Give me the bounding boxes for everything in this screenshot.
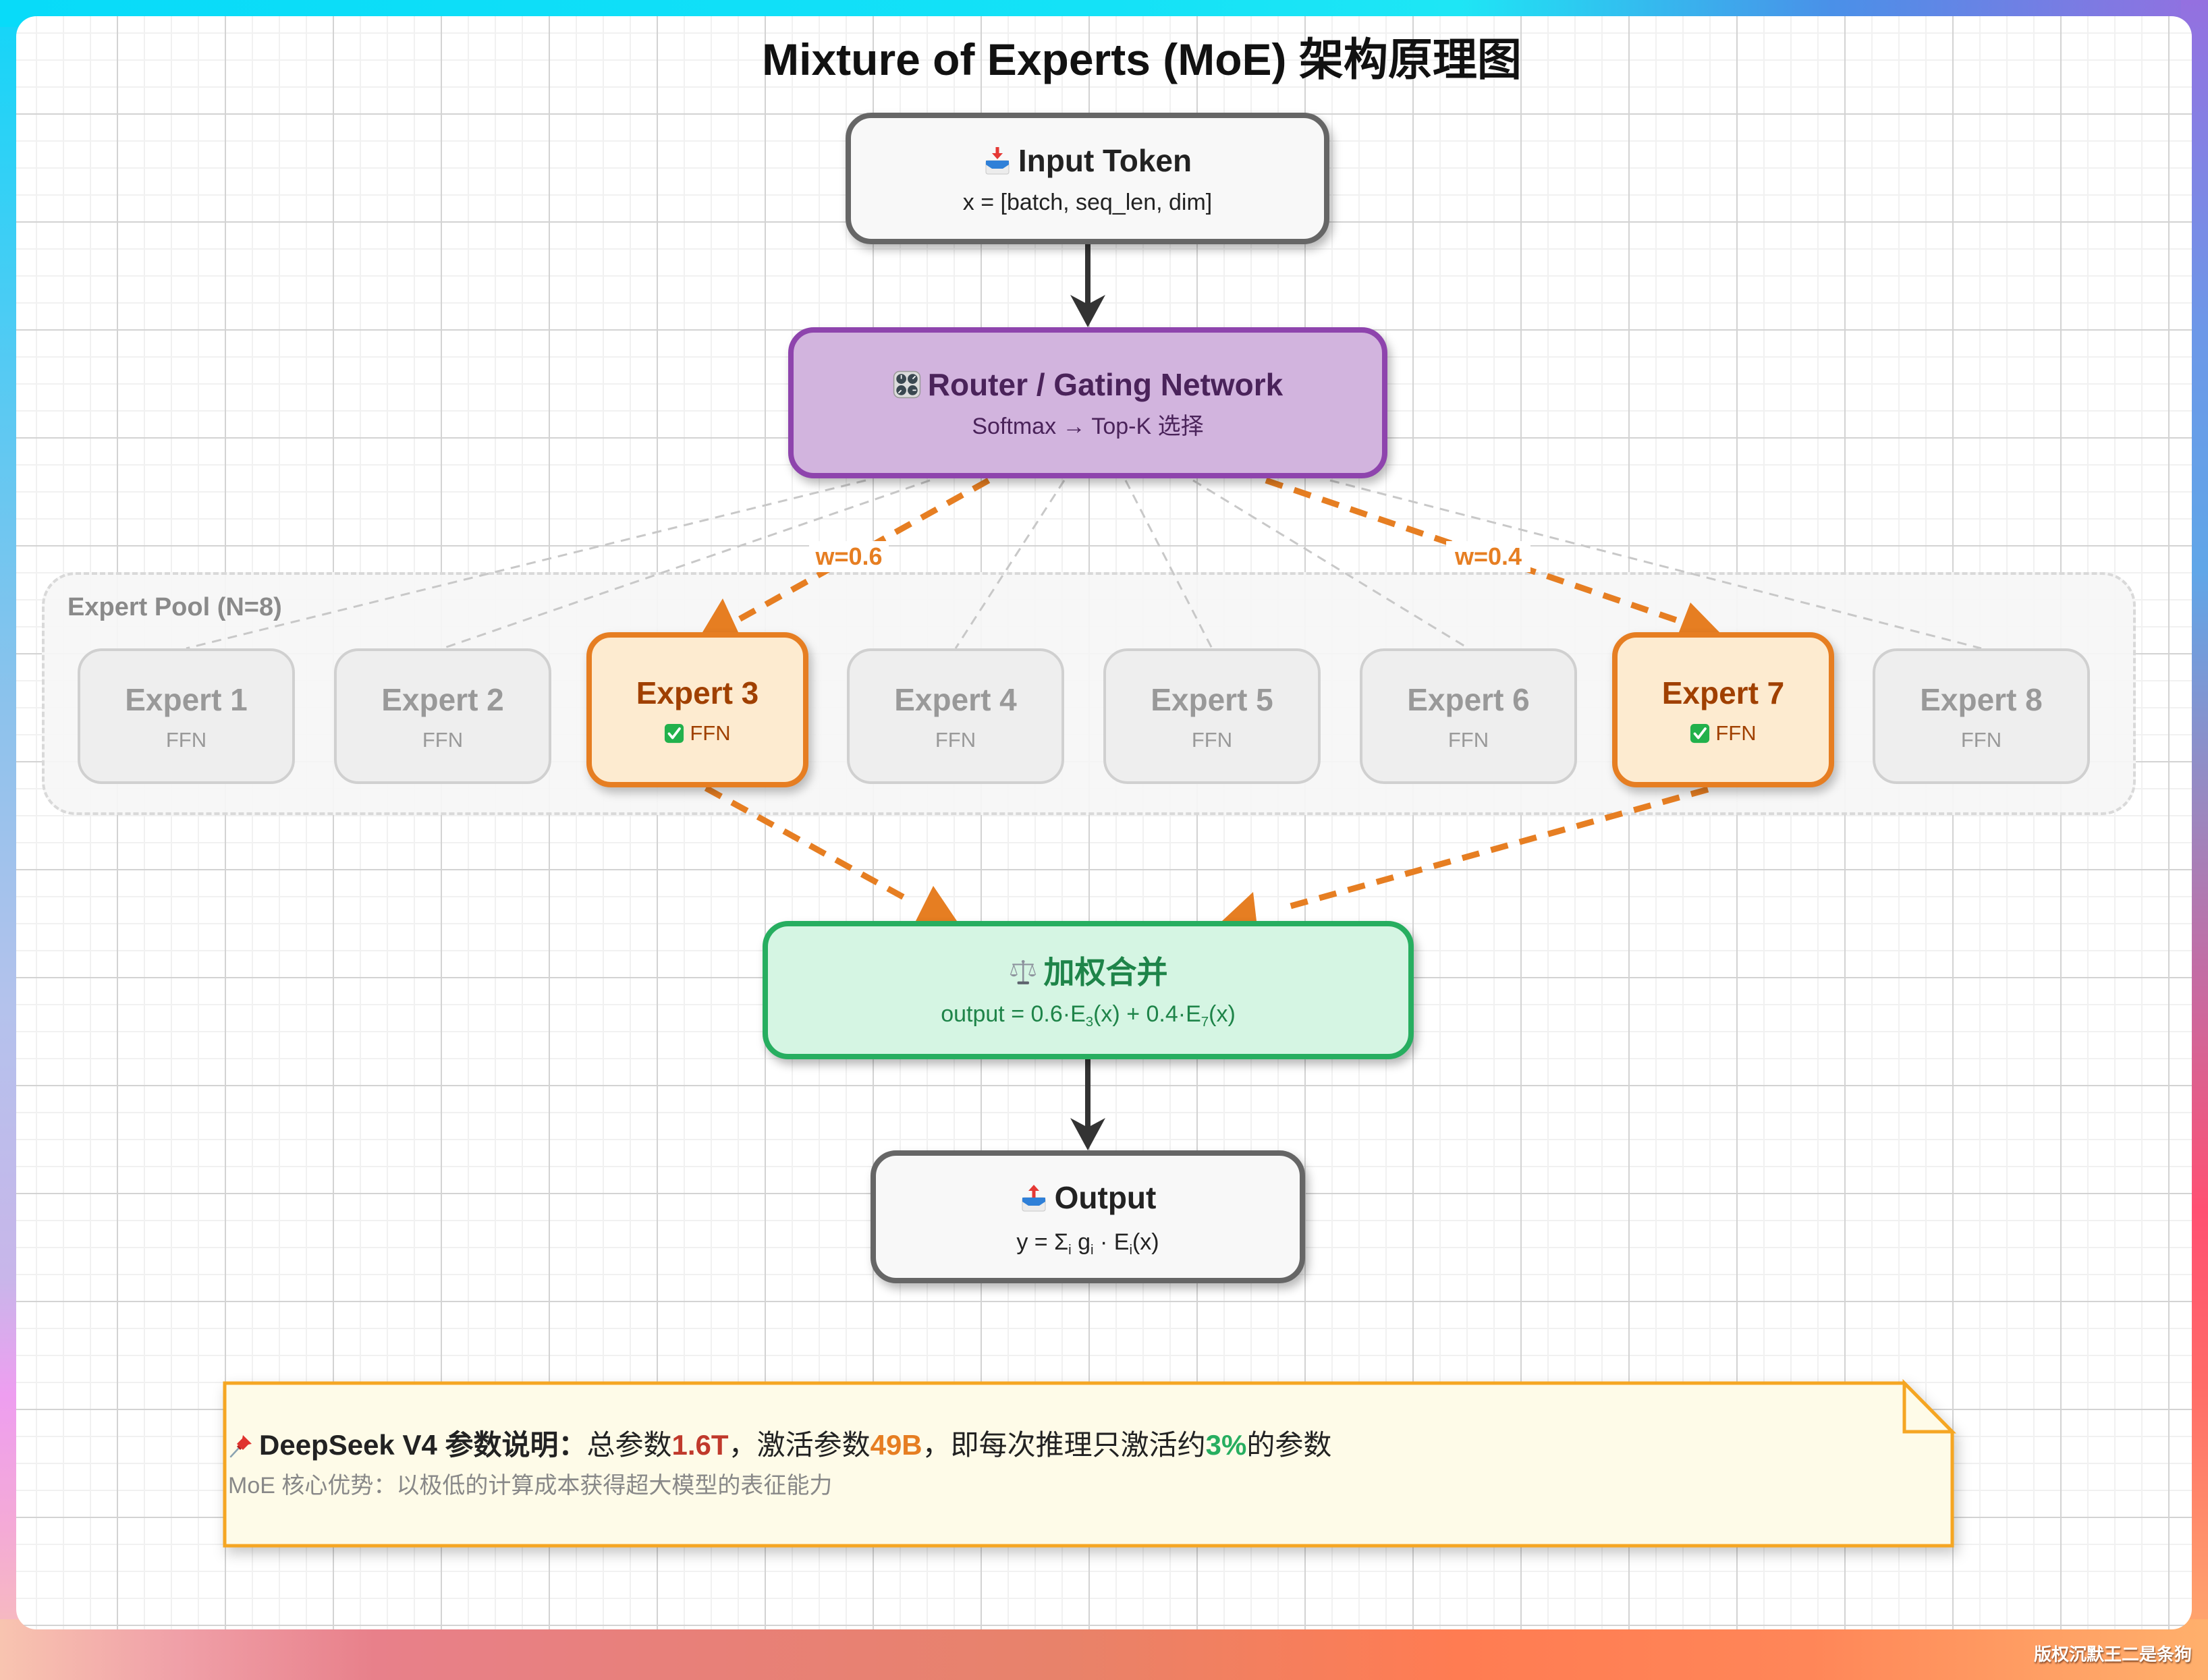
expert-type: FFN — [664, 721, 731, 746]
note-suffix: 的参数 — [1246, 1429, 1332, 1461]
note-total-value: 1.6T — [671, 1429, 729, 1461]
expert-name: Expert 5 — [1151, 681, 1273, 717]
formula-part: (x) — [1132, 1229, 1159, 1255]
route-weight-label: w=0.4 — [1446, 541, 1530, 572]
formula-subscript: 3 — [1085, 1014, 1094, 1030]
output-title: Output — [1020, 1179, 1157, 1216]
router-subtitle: Softmax → Top-K 选择 — [972, 414, 1204, 439]
expert-type: FFN — [1192, 728, 1232, 752]
expert-type-label: FFN — [690, 721, 731, 745]
formula-subscript: 7 — [1200, 1014, 1209, 1030]
diagram-title: Mixture of Experts (MoE) 架构原理图 — [762, 34, 1522, 84]
watermark: 版权沉默王二是条狗 — [2033, 1644, 2192, 1664]
note-folded-corner — [1902, 1378, 1956, 1434]
check-mark-icon — [664, 723, 684, 744]
formula-subscript: i — [1091, 1242, 1094, 1258]
expert-type: FFN — [935, 728, 976, 752]
input-token-node: Input Token x = [batch, seq_len, dim] — [846, 113, 1329, 244]
expert-node: Expert 5 FFN — [1103, 648, 1321, 784]
formula-part: y = Σ — [1016, 1229, 1069, 1255]
router-title: Router / Gating Network — [893, 366, 1283, 403]
combine-label: 加权合并 — [1043, 954, 1168, 990]
formula-part: · E — [1093, 1229, 1130, 1255]
expert-node: Expert 1 FFN — [78, 648, 295, 784]
outbox-tray-icon — [1020, 1183, 1048, 1212]
note-total-label: 总参数 — [586, 1429, 672, 1461]
expert-node: Expert 3 FFN — [586, 632, 808, 787]
note-ratio-value: 3% — [1205, 1429, 1247, 1461]
router-label: Router / Gating Network — [927, 367, 1284, 402]
expert-type-label: FFN — [935, 727, 976, 752]
formula-subscript: i — [1068, 1242, 1072, 1258]
formula-part: (x) — [1209, 1001, 1236, 1027]
control-knobs-icon — [893, 370, 921, 399]
expert-node: Expert 8 FFN — [1873, 648, 2090, 784]
expert-name: Expert 3 — [636, 675, 759, 710]
formula-part: g — [1071, 1229, 1091, 1255]
balance-scale-icon — [1009, 957, 1037, 987]
note-active-value: 49B — [870, 1429, 922, 1461]
formula-part: output = 0.6·E — [941, 1001, 1086, 1027]
expert-node: Expert 4 FFN — [847, 648, 1064, 784]
note-body — [223, 1381, 1954, 1548]
note-heading: DeepSeek V4 参数说明： — [259, 1429, 587, 1461]
expert-node: Expert 7 FFN — [1612, 632, 1834, 787]
expert-type: FFN — [1448, 728, 1489, 752]
pushpin-icon — [228, 1432, 255, 1459]
output-formula: y = Σi gi · Ei(x) — [1016, 1229, 1159, 1258]
expert-type-label: FFN — [422, 727, 464, 752]
expert-type: FFN — [1690, 721, 1757, 746]
expert-type: FFN — [422, 728, 463, 752]
combine-title: 加权合并 — [1009, 953, 1168, 991]
background-gradient-bottom — [0, 1619, 2208, 1680]
expert-type-label: FFN — [1715, 721, 1757, 745]
input-token-shape: x = [batch, seq_len, dim] — [962, 189, 1213, 215]
expert-type: FFN — [166, 728, 206, 752]
expert-name: Expert 6 — [1407, 681, 1530, 717]
route-weight-label: w=0.6 — [809, 541, 889, 572]
formula-subscript: i — [1129, 1242, 1132, 1258]
expert-type-label: FFN — [165, 727, 207, 752]
note-subtext: MoE 核心优势：以极低的计算成本获得超大模型的表征能力 — [228, 1473, 833, 1499]
note-headline: DeepSeek V4 参数说明： 总参数 1.6T ，激活参数 49B ，即每… — [228, 1426, 1331, 1464]
note-active-label: ，激活参数 — [728, 1429, 871, 1461]
output-node: Output y = Σi gi · Ei(x) — [871, 1150, 1305, 1283]
expert-name: Expert 8 — [1920, 681, 2043, 717]
expert-node: Expert 2 FFN — [334, 648, 551, 784]
expert-type-label: FFN — [1447, 727, 1489, 752]
combine-formula: output = 0.6·E3(x) + 0.4·E7(x) — [941, 1001, 1236, 1030]
expert-name: Expert 1 — [125, 681, 248, 717]
router-node: Router / Gating Network Softmax → Top-K … — [788, 327, 1387, 478]
expert-node: Expert 6 FFN — [1360, 648, 1577, 784]
expert-pool-label: Expert Pool (N=8) — [67, 593, 282, 621]
expert-name: Expert 4 — [894, 681, 1017, 717]
output-label: Output — [1054, 1179, 1157, 1215]
expert-type-label: FFN — [1960, 727, 2002, 752]
expert-name: Expert 7 — [1661, 675, 1785, 710]
formula-part: (x) + 0.4·E — [1093, 1001, 1201, 1027]
weighted-combine-node: 加权合并 output = 0.6·E3(x) + 0.4·E7(x) — [763, 921, 1414, 1059]
expert-type: FFN — [1961, 728, 2002, 752]
input-token-label: Input Token — [1018, 142, 1192, 178]
expert-name: Expert 2 — [381, 681, 504, 717]
expert-type-label: FFN — [1191, 727, 1233, 752]
inbox-tray-icon — [983, 146, 1012, 175]
note-ratio-label: ，即每次推理只激活约 — [922, 1429, 1206, 1461]
diagram-canvas — [16, 16, 2192, 1629]
check-mark-icon — [1690, 723, 1710, 744]
input-token-title: Input Token — [983, 142, 1192, 179]
